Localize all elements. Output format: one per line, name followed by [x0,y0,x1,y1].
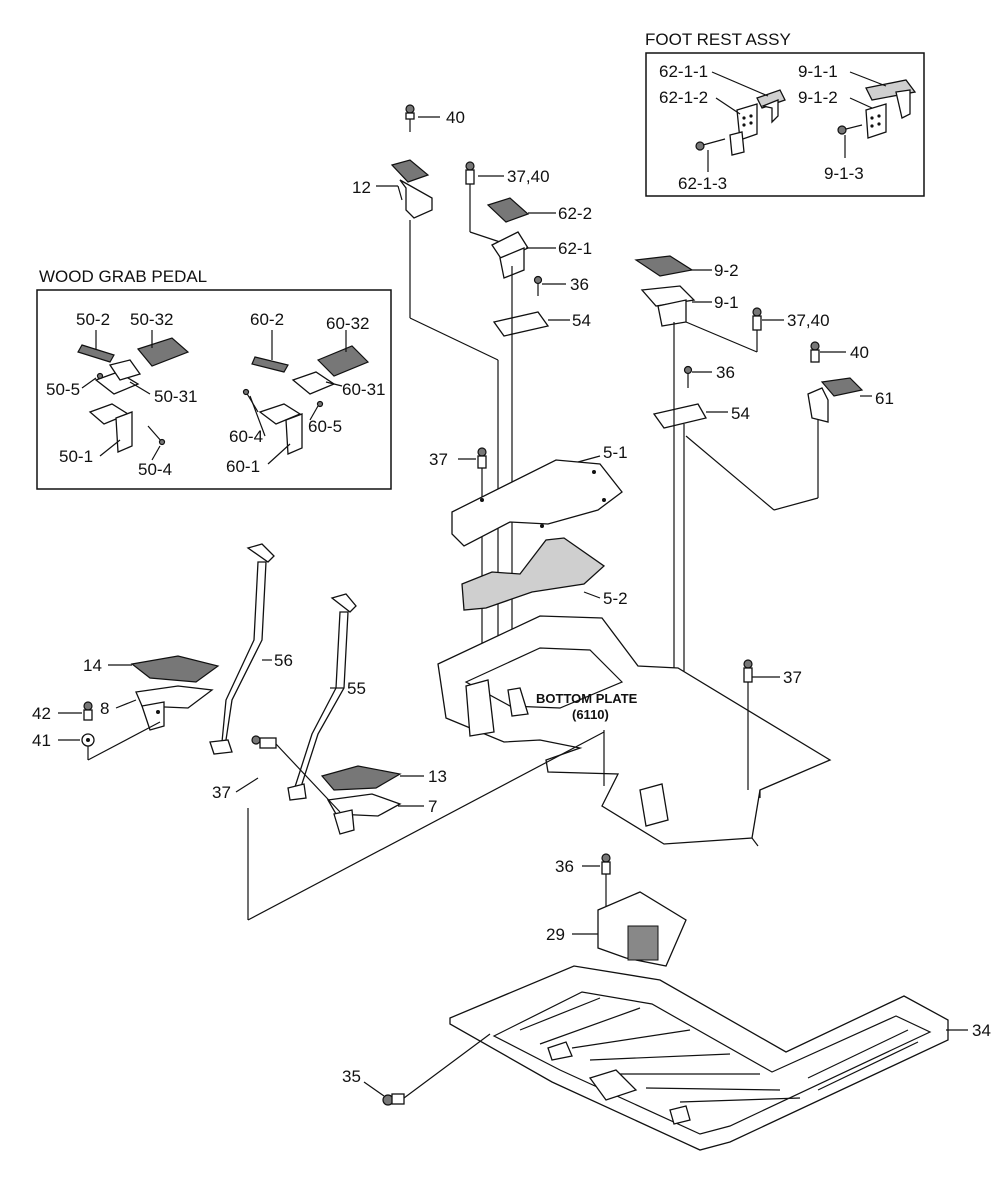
label-60-4: 60-4 [229,427,263,446]
bottom-plate-code: (6110) [572,707,609,722]
label-36-a: 36 [570,275,589,294]
label-50-32: 50-32 [130,310,173,329]
label-9-1: 9-1 [714,293,739,312]
plate-54-a [492,311,550,337]
label-9-1-1: 9-1-1 [798,62,838,81]
label-9-1-3: 9-1-3 [824,164,864,183]
label-9-2: 9-2 [714,261,739,280]
pedal-pad-9-2 [634,255,694,277]
foot-rest-bracket-part [736,103,758,141]
plate-54-b [652,403,707,429]
label-35: 35 [342,1067,361,1086]
label-50-4: 50-4 [138,460,172,479]
label-37-40-b: 37,40 [787,311,830,330]
pedal-12 [390,159,430,183]
part-number-labels: 40 12 37,40 62-2 62-1 36 54 9-2 9-1 37,4… [32,108,991,1086]
pedal-pad-60 [316,345,370,377]
pedal-wood-strip-50 [77,344,115,363]
link-rod-55 [293,611,349,791]
bolt-icon [405,104,415,114]
label-60-32: 60-32 [326,314,369,333]
label-7: 7 [428,797,437,816]
foot-rest-plate-part [756,89,786,109]
foot-rest-assy-title: FOOT REST ASSY [645,30,791,49]
pedal-pad-13 [320,765,402,791]
pedal-wood-strip-60 [251,356,289,373]
bolt-icon [477,447,487,457]
pedal-arm-8 [135,685,214,709]
label-8: 8 [100,699,109,718]
label-34: 34 [972,1021,991,1040]
step-61 [820,377,864,397]
label-50-1: 50-1 [59,447,93,466]
label-50-31: 50-31 [154,387,197,406]
floor-mat-5-1 [451,459,623,547]
bolt-icon [251,735,261,745]
label-37-b: 37 [212,783,231,802]
foot-rest-assy-inset: FOOT REST ASSY 62-1-1 62-1-2 62-1-3 9-1 [645,30,925,197]
label-29: 29 [546,925,565,944]
label-13: 13 [428,767,447,786]
pedal-links [58,543,605,921]
floor-mat-5-2 [461,537,606,611]
label-9-1-2: 9-1-2 [798,88,838,107]
label-40-top: 40 [446,108,465,127]
bolt-icon [601,853,611,863]
bolt-icon [533,275,543,285]
lower-parts [363,853,968,1151]
label-54-b: 54 [731,404,750,423]
label-62-1: 62-1 [558,239,592,258]
label-62-2: 62-2 [558,204,592,223]
label-40-b: 40 [850,343,869,362]
bottom-plate-label: BOTTOM PLATE [536,691,638,706]
pedal-arm-7 [326,793,402,817]
bolt-icon [695,141,705,151]
label-60-1: 60-1 [226,457,260,476]
label-55: 55 [347,679,366,698]
label-62-1-1: 62-1-1 [659,62,708,81]
label-5-2: 5-2 [603,589,628,608]
floor-plates: BOTTOM PLATE (6110) [437,455,832,847]
bolt-icon [83,701,93,711]
foot-rest-bracket-part-2 [865,103,887,139]
label-61: 61 [875,389,894,408]
bolt-icon [743,659,753,669]
wood-grab-pedal-inset: WOOD GRAB PEDAL 50-2 50-32 [36,267,392,490]
pedal-pad-62-2 [486,197,530,223]
bolt-icon [810,341,820,351]
label-37-a: 37 [429,450,448,469]
label-37-c: 37 [783,668,802,687]
link-rod-56 [221,561,267,744]
label-41: 41 [32,731,51,750]
bottom-plate [437,615,832,845]
label-36-b: 36 [716,363,735,382]
label-50-2: 50-2 [76,310,110,329]
label-54-a: 54 [572,311,591,330]
label-42: 42 [32,704,51,723]
pedal-pad-14 [130,655,220,683]
label-62-1-3: 62-1-3 [678,174,727,193]
upper-pedal-parts [376,104,872,820]
bolt-icon [752,307,762,317]
label-50-5: 50-5 [46,380,80,399]
wood-grab-pedal-title: WOOD GRAB PEDAL [39,267,207,286]
bolt-icon [465,161,475,171]
label-60-31: 60-31 [342,380,385,399]
pedal-pad-50 [136,337,190,367]
label-60-2: 60-2 [250,310,284,329]
bolt-icon [837,125,847,135]
label-36-c: 36 [555,857,574,876]
label-62-1-2: 62-1-2 [659,88,708,107]
label-14: 14 [83,656,102,675]
label-12: 12 [352,178,371,197]
label-37-40-a: 37,40 [507,167,550,186]
bolt-icon [683,365,693,375]
label-60-5: 60-5 [308,417,342,436]
foot-rest-plate-part-2 [865,79,917,101]
label-5-1: 5-1 [603,443,628,462]
label-56: 56 [274,651,293,670]
